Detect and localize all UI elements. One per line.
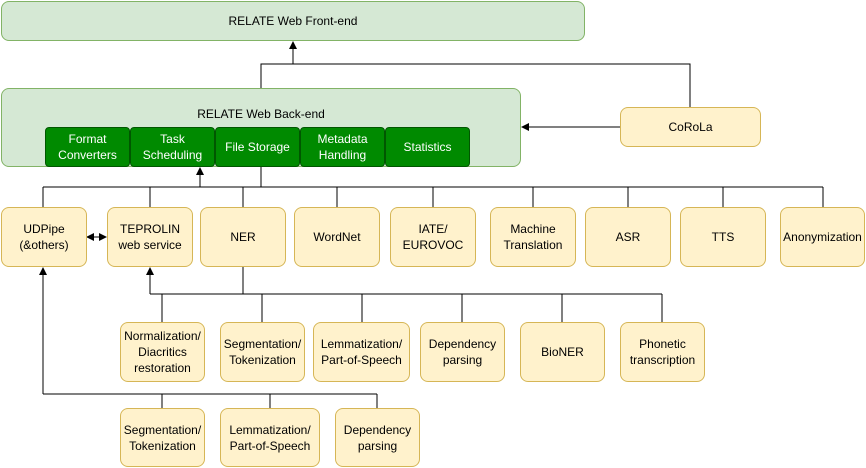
- corola-box: CoRoLa: [620, 107, 761, 147]
- teprolin-task-segmentation: Segmentation/ Tokenization: [220, 322, 305, 382]
- teprolin-task-phonetic: Phonetic transcription: [620, 322, 705, 382]
- service-tts: TTS: [680, 207, 766, 267]
- module-task-scheduling: Task Scheduling: [130, 127, 215, 167]
- udpipe-task-lemmatization: Lemmatization/ Part-of-Speech: [220, 408, 320, 467]
- teprolin-task-bus: [150, 267, 663, 322]
- udpipe-task-bus: [43, 393, 378, 408]
- teprolin-task-lemmatization: Lemmatization/ Part-of-Speech: [313, 322, 410, 382]
- teprolin-task-bioner: BioNER: [520, 322, 605, 382]
- module-metadata-handling: Metadata Handling: [300, 127, 385, 167]
- service-ner: NER: [200, 207, 286, 267]
- frontend-box: RELATE Web Front-end: [1, 1, 585, 41]
- teprolin-task-normalization: Normalization/ Diacritics restoration: [120, 322, 205, 382]
- services-bus: [42, 167, 824, 207]
- backend-label: RELATE Web Back-end: [197, 107, 325, 121]
- udpipe-task-dependency: Dependency parsing: [335, 408, 420, 467]
- module-format-converters: Format Converters: [45, 127, 130, 167]
- service-iate-eurovoc: IATE/ EUROVOC: [390, 207, 476, 267]
- module-file-storage: File Storage: [215, 127, 300, 167]
- udpipe-task-segmentation: Segmentation/ Tokenization: [120, 408, 205, 467]
- frontend-label: RELATE Web Front-end: [228, 14, 358, 28]
- service-asr: ASR: [585, 207, 671, 267]
- service-anonymization: Anonymization: [780, 207, 865, 267]
- service-machine-translation: Machine Translation: [490, 207, 576, 267]
- service-teprolin: TEPROLIN web service: [107, 207, 193, 267]
- service-udpipe: UDPipe (&others): [1, 207, 87, 267]
- module-statistics: Statistics: [385, 127, 470, 167]
- service-wordnet: WordNet: [294, 207, 380, 267]
- teprolin-task-dependency: Dependency parsing: [420, 322, 505, 382]
